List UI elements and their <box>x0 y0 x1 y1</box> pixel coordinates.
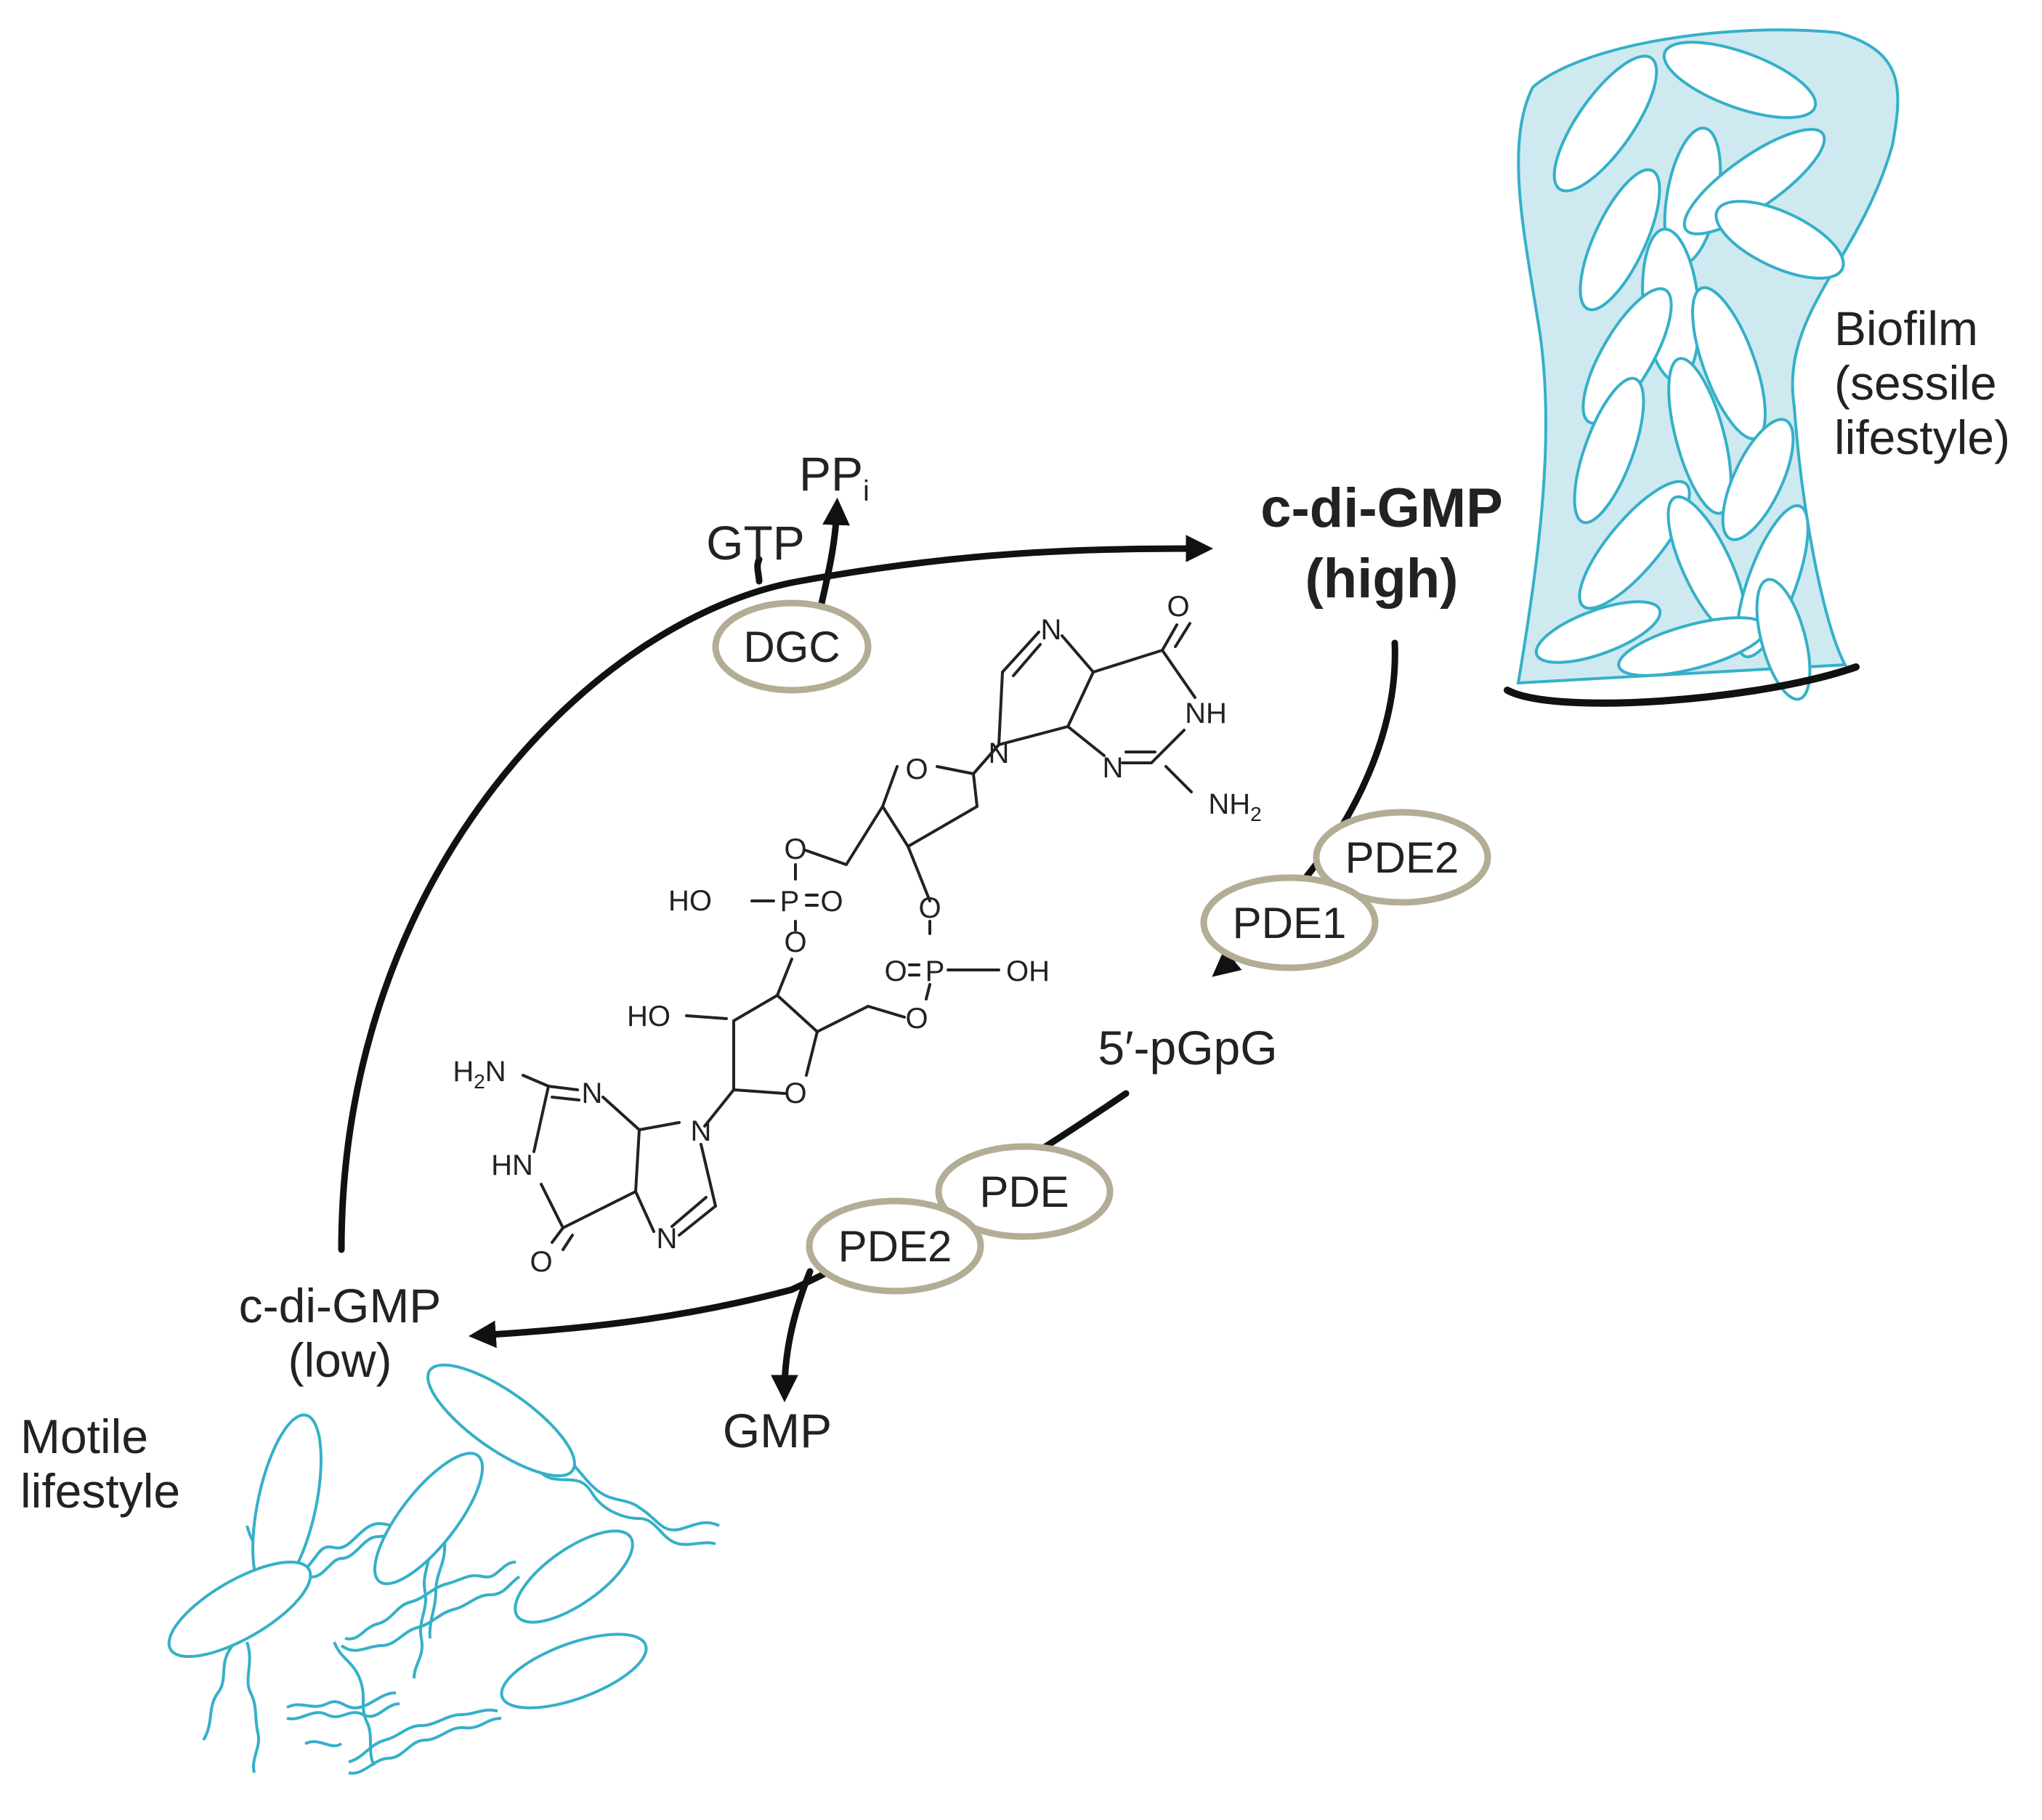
motile-label-line1: Motile <box>20 1410 148 1463</box>
atom-o-bottom: O <box>530 1246 552 1278</box>
cdigmp-low-line2: (low) <box>288 1333 392 1387</box>
flagella <box>202 1434 720 1775</box>
atom-o-ring-bottom: O <box>784 1077 806 1109</box>
cdigmp-high-line2: (high) <box>1305 548 1458 610</box>
atom-n-upper-left: N <box>989 737 1010 769</box>
atom-n-bottom-ring: N <box>582 1077 603 1109</box>
structure-bonds <box>522 622 1196 1251</box>
atom-n-upper-bottom: N <box>1103 752 1124 784</box>
biofilm-label-line2: (sessile <box>1834 356 1997 410</box>
enzyme-dgc: DGC <box>712 599 872 694</box>
structure-atom-labels: N O NH N N NH2 O O HO P O O O O P OH O H… <box>453 591 1261 1278</box>
atom-o-p1-bottom: O <box>784 926 806 958</box>
biofilm-illustration <box>1504 28 1900 707</box>
biofilm-cells <box>1534 41 1845 701</box>
atom-o-ring-top: O <box>905 753 928 785</box>
gtp-label: GTP <box>706 516 805 570</box>
motile-bacteria-illustration <box>167 1363 720 1775</box>
enzyme-pde: PDE <box>935 1143 1114 1240</box>
atom-ho-p1: HO <box>668 885 712 917</box>
enzyme-pde-label: PDE <box>979 1168 1069 1216</box>
synthesis-arrow <box>338 535 1214 1253</box>
enzyme-pde1: PDE1 <box>1200 874 1379 971</box>
atom-h2n-bottom: H2N <box>453 1056 506 1093</box>
enzyme-pde2-top: PDE2 <box>1313 809 1491 906</box>
cdigmp-high-line1: c-di-GMP <box>1260 477 1503 539</box>
atom-n-bottom-low: N <box>657 1223 678 1255</box>
enzyme-pde2-bottom: PDE2 <box>806 1197 984 1295</box>
motile-label-line2: lifestyle <box>20 1464 180 1518</box>
biofilm-label-line1: Biofilm <box>1834 302 1978 355</box>
gmp-output-arrow <box>771 1268 814 1403</box>
cdigmp-low-line1: c-di-GMP <box>239 1279 442 1332</box>
atom-nh-top: NH <box>1185 697 1227 729</box>
atom-o-p1-top: O <box>784 833 806 865</box>
atom-hn-bottom: HN <box>491 1149 533 1181</box>
enzyme-pde2-top-label: PDE2 <box>1345 833 1459 882</box>
enzyme-pde2-bottom-label: PDE2 <box>838 1222 952 1271</box>
biofilm-surface <box>1504 663 1860 707</box>
ppi-label: PPi <box>799 447 870 507</box>
pgpg-label: 5′-pGpG <box>1098 1021 1277 1075</box>
atom-n-bottom-right: N <box>691 1115 712 1147</box>
motile-cells <box>167 1363 648 1710</box>
atom-oh-p2: OH <box>1006 955 1050 987</box>
atom-ho-ribose: HO <box>627 1000 670 1032</box>
atom-nh2-top: NH2 <box>1208 788 1261 825</box>
atom-p1: P <box>780 886 800 918</box>
gtp-input-line <box>754 556 763 585</box>
cdigmp-structure: N O NH N N NH2 O O HO P O O O O P OH O H… <box>453 591 1261 1278</box>
atom-o-p2-top: O <box>918 892 941 924</box>
atom-p2: P <box>925 955 945 987</box>
atom-o-p2-dbl: O <box>884 955 907 987</box>
atom-n-top: N <box>1041 614 1062 646</box>
enzyme-pde1-label: PDE1 <box>1233 899 1347 947</box>
enzyme-dgc-label: DGC <box>743 623 840 671</box>
atom-o-p1-dbl: O <box>820 886 843 918</box>
atom-o-p2-bottom: O <box>905 1003 928 1035</box>
ppi-output-arrow <box>817 497 850 610</box>
biofilm-label-line3: lifestyle) <box>1834 410 2010 464</box>
gmp-label: GMP <box>723 1404 832 1457</box>
atom-o-top: O <box>1167 591 1189 623</box>
